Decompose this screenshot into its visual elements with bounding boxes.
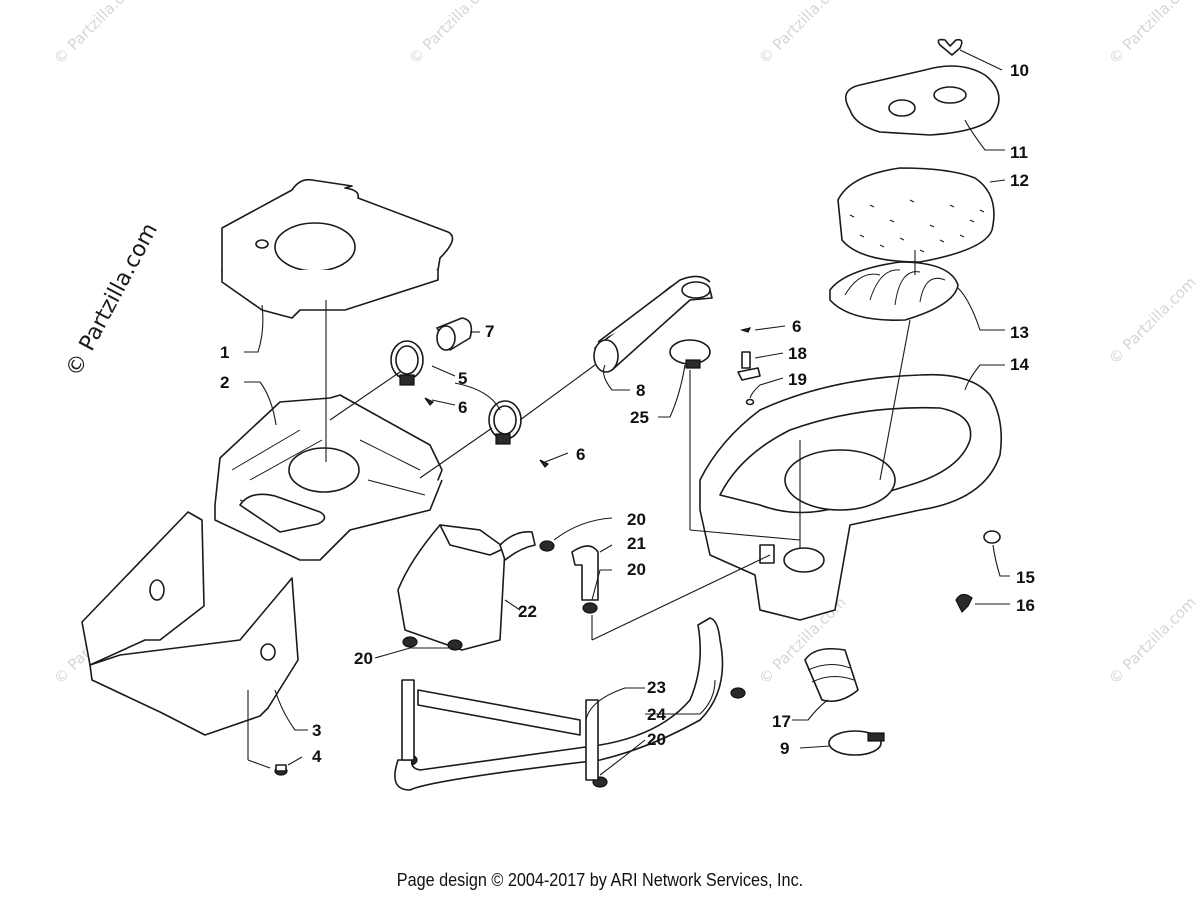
- callout-6a: 6: [458, 398, 467, 417]
- part-19-o-ring: [745, 398, 755, 406]
- part-4-screw: [274, 764, 288, 776]
- part-17-outlet-boot: [804, 647, 859, 703]
- part-16-push-rivet: [955, 593, 973, 614]
- watermark-tile: © Partzilla.com: [1105, 273, 1200, 368]
- callout-19: 19: [788, 370, 807, 389]
- callout-23: 23: [647, 678, 666, 697]
- callout-13: 13: [1010, 323, 1029, 342]
- watermark-tile: © Partzilla.com: [755, 0, 850, 68]
- part-11-filter-cover: [844, 65, 1000, 136]
- callout-14: 14: [1010, 355, 1029, 374]
- part-21-elbow-hose: [571, 545, 599, 601]
- part-2-airbox-base: [214, 394, 443, 561]
- part-8-intake-boot: [593, 275, 713, 373]
- partzilla-brand-watermark: © Partzilla.com: [61, 219, 163, 381]
- part-23-24-hoses: [394, 617, 724, 791]
- callout-20b: 20: [627, 560, 646, 579]
- callout-6c: 6: [792, 317, 801, 336]
- callout-4: 4: [312, 747, 322, 766]
- part-3-heat-shield: [81, 511, 299, 736]
- part-7-sleeve: [436, 317, 473, 351]
- part-1-airbox-cover: [221, 178, 454, 319]
- callout-18: 18: [788, 344, 807, 363]
- callout-24: 24: [647, 705, 666, 724]
- callout-2: 2: [220, 373, 229, 392]
- part-9-clamp: [828, 730, 885, 756]
- callout-6b: 6: [576, 445, 585, 464]
- callout-labels: 1 2 3 4 5 6 6 6 7 8 9 10 11 12 13 14 15 …: [220, 61, 1035, 766]
- part-14-air-box-housing: [699, 373, 1003, 621]
- callout-12: 12: [1010, 171, 1029, 190]
- part-15-grommet: [983, 530, 1001, 544]
- callout-7: 7: [485, 322, 494, 341]
- part-13-filter-cage: [829, 250, 959, 321]
- callout-5: 5: [458, 369, 467, 388]
- leader-lines: [244, 49, 1010, 776]
- callout-20d: 20: [647, 730, 666, 749]
- callout-11: 11: [1010, 143, 1028, 162]
- footer-copyright: Page design © 2004-2017 by ARI Network S…: [396, 870, 804, 890]
- part-22-resonator: [397, 524, 536, 651]
- watermark-tile: © Partzilla.com: [405, 0, 500, 68]
- callout-21: 21: [627, 534, 646, 553]
- part-5-hose-clamps: [390, 340, 522, 445]
- part-12-foam-filter: [837, 167, 995, 263]
- watermark-tile: © Partzilla.com: [50, 0, 145, 68]
- callout-22: 22: [518, 602, 537, 621]
- callout-8: 8: [636, 381, 645, 400]
- callout-15: 15: [1016, 568, 1035, 587]
- watermark-tile: © Partzilla.com: [1105, 0, 1200, 68]
- callout-16: 16: [1016, 596, 1035, 615]
- callout-9: 9: [780, 739, 789, 758]
- callout-10: 10: [1010, 61, 1029, 80]
- part-10-wing-nut: [937, 38, 963, 56]
- watermark-tile: © Partzilla.com: [1105, 593, 1200, 688]
- callout-20a: 20: [627, 510, 646, 529]
- callout-17: 17: [772, 712, 791, 731]
- callout-3: 3: [312, 721, 321, 740]
- callout-20c: 20: [354, 649, 373, 668]
- callout-25: 25: [630, 408, 649, 427]
- callout-1: 1: [220, 343, 229, 362]
- part-25-clamp: [669, 339, 711, 369]
- part-18-sensor: [737, 351, 761, 381]
- part-6-screws: [424, 327, 752, 468]
